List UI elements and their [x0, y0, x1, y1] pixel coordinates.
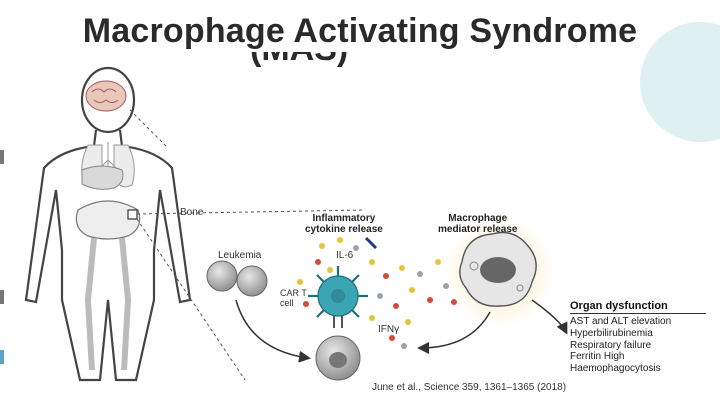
leukemia-cells [206, 260, 268, 297]
car-t-label: CAR T cell [280, 288, 307, 308]
organ-item: Respiratory failure [570, 339, 652, 351]
edge-mark [0, 150, 4, 164]
arrow [417, 311, 491, 354]
cytokine-dots [297, 237, 457, 349]
leg-bones-icon [84, 237, 132, 371]
body-outline [24, 66, 192, 382]
arrow [235, 299, 311, 363]
inflammatory-title: Inflammatory cytokine release [305, 213, 383, 235]
edge-mark [0, 350, 4, 364]
ifn-gamma-label: IFNγ [378, 324, 400, 335]
car-t-cell [308, 266, 368, 328]
slide-title: Macrophage Activating Syndrome [82, 12, 638, 50]
edge-mark [0, 290, 4, 304]
target-cell [315, 335, 361, 381]
divider [570, 313, 706, 314]
zoom-line [136, 209, 366, 215]
citation: June et al., Science 359, 1361–1365 (201… [372, 382, 567, 393]
organ-item: Ferritin High [570, 351, 625, 363]
macrophage [444, 216, 556, 328]
organ-dysfunction-panel: Organ dysfunction AST and ALT elevation … [570, 300, 708, 375]
pelvis-icon [75, 200, 141, 240]
brain-icon [85, 80, 127, 112]
organ-dysfunction-title: Organ dysfunction [570, 300, 668, 312]
organ-item: AST and ALT elevation [570, 316, 672, 327]
slide-title-line2: (MAS) [250, 52, 470, 78]
bone-label: Bone [180, 207, 204, 218]
organ-item: Hyperbilirubinemia [570, 327, 653, 339]
macrophage-title: Macrophage mediator release [438, 213, 518, 235]
release-mark [364, 236, 378, 250]
leukemia-label: Leukemia [218, 250, 262, 261]
zoom-line [129, 109, 169, 149]
zoom-line [136, 218, 246, 381]
il6-label: IL-6 [336, 250, 354, 261]
organ-item: Haemophagocytosis [570, 363, 661, 375]
liver-icon [81, 165, 124, 190]
arrow [531, 299, 568, 335]
